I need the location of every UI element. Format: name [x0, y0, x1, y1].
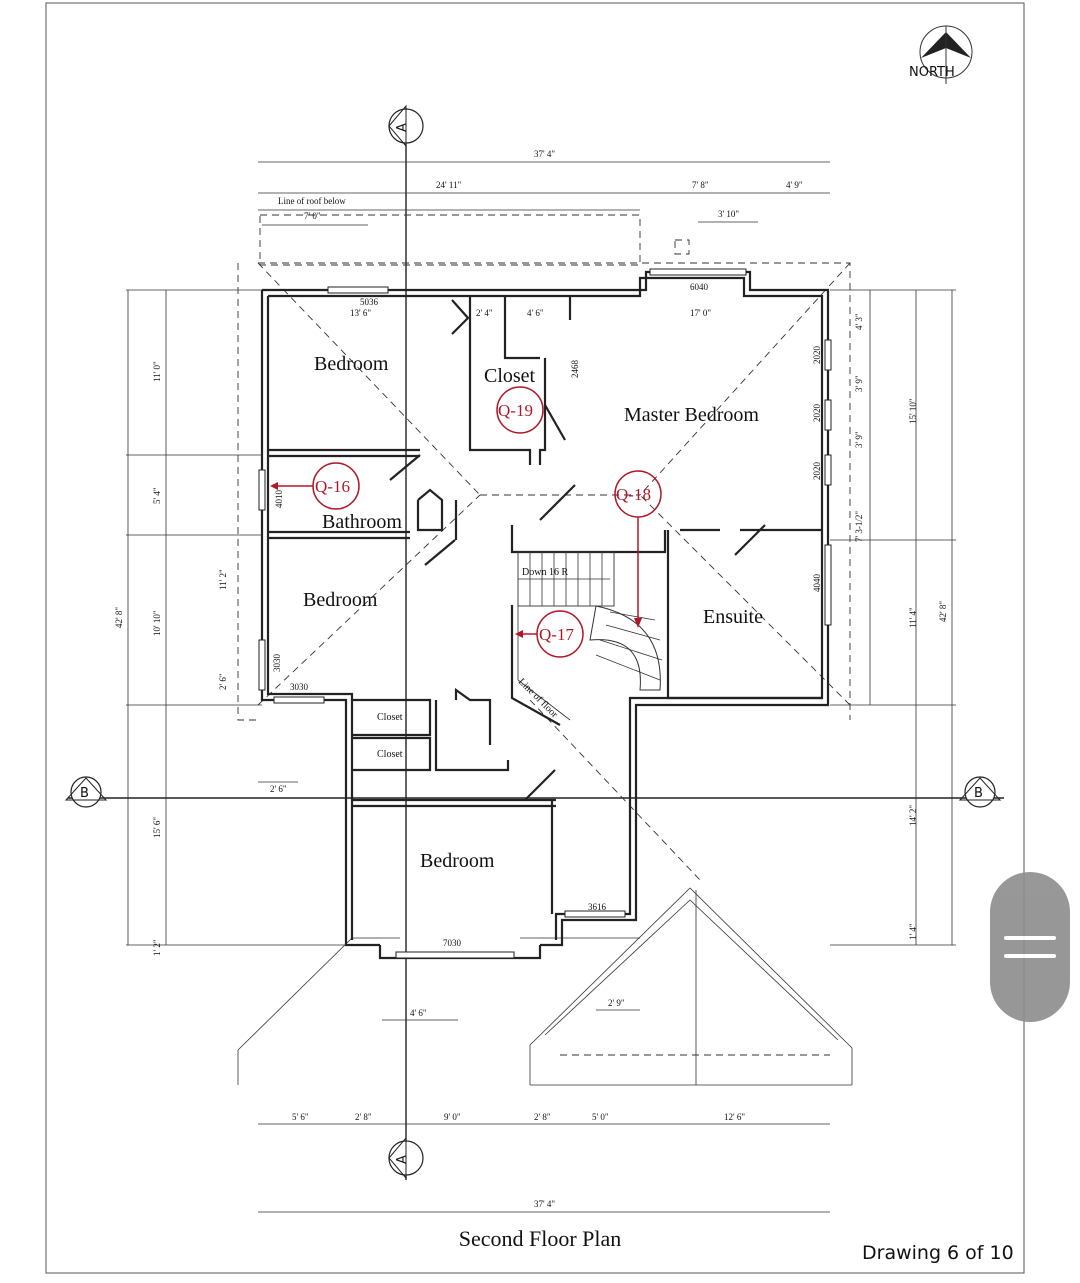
room-bedroom-s: Bedroom — [420, 850, 495, 872]
question-q17: Q-17 — [515, 610, 584, 658]
q18-label: Q-18 — [616, 485, 651, 504]
line-of-floor-label: Line of floor — [516, 676, 560, 720]
room-ensuite: Ensuite — [703, 606, 763, 628]
dim-win-2020c: 2020 — [812, 462, 822, 481]
room-bedroom-w: Bedroom — [303, 589, 378, 611]
room-bedroom-nw: Bedroom — [314, 353, 389, 375]
room-closet-small-2: Closet — [377, 749, 403, 760]
scroll-handle[interactable] — [990, 872, 1070, 1022]
dim-17-0: 17' 0" — [690, 308, 711, 318]
dim-win-4010: 4010 — [274, 490, 284, 509]
section-b-label-right: B — [974, 786, 983, 801]
dim-bot-12-6: 12' 6" — [724, 1112, 745, 1122]
north-arrow-icon: NORTH — [909, 25, 973, 84]
dimension-text: 37' 4" 24' 11" 7' 8" 4' 9" 3' 10" 7' 0" … — [114, 149, 948, 1209]
room-closet-small-1: Closet — [377, 712, 403, 723]
section-marker-a-bottom: A — [388, 1136, 424, 1180]
dim-mid-4-6: 4' 6" — [410, 1008, 427, 1018]
question-q19: Q-19 — [496, 386, 544, 434]
misc-labels: Line of roof below 2468 — [278, 196, 580, 378]
dim-win-3030b: 3030 — [290, 682, 309, 692]
room-master-bedroom: Master Bedroom — [624, 404, 759, 426]
dim-bed-13-6: 13' 6" — [350, 308, 371, 318]
room-labels: Bedroom Closet Master Bedroom Bathroom B… — [303, 353, 763, 872]
section-b-label-left: B — [80, 786, 89, 801]
interior-walls — [268, 296, 822, 914]
dim-right-3-9b: 3' 9" — [854, 431, 864, 448]
windows — [258, 268, 832, 959]
handle-grip-line-top — [1004, 936, 1056, 940]
dim-left-10-10: 10' 10" — [152, 610, 162, 636]
dim-top-overall: 37' 4" — [534, 149, 555, 159]
dim-right-7-3-half: 7' 3-1/2" — [854, 511, 864, 542]
dim-mid-2-9: 2' 9" — [608, 998, 625, 1008]
q17-label: Q-17 — [539, 625, 574, 644]
line-of-roof-label: Line of roof below — [278, 196, 346, 206]
room-closet-main: Closet — [484, 365, 536, 387]
section-marker-b-left: B — [64, 776, 108, 808]
dim-win-3616: 3616 — [588, 902, 607, 912]
dim-right-15-10: 15' 10" — [908, 398, 918, 424]
dim-left-11-2: 11' 2" — [218, 569, 228, 590]
drawing-title: Second Floor Plan — [458, 1226, 622, 1251]
dim-win-4040: 4040 — [812, 574, 822, 593]
dim-win-6040: 6040 — [690, 282, 709, 292]
dim-bot-9-0: 9' 0" — [444, 1112, 461, 1122]
dim-right-14-2: 14' 2" — [908, 805, 918, 826]
dim-win-3030a: 3030 — [272, 654, 282, 673]
dim-win-7030: 7030 — [443, 938, 462, 948]
section-marker-a-top: A — [388, 104, 424, 148]
dim-left-5-4: 5' 4" — [152, 487, 162, 504]
section-a-label-top: A — [395, 123, 410, 132]
question-q16: Q-16 — [270, 462, 360, 510]
handle-grip-line-bottom — [1004, 954, 1056, 958]
dim-left-2-6: 2' 6" — [218, 673, 228, 690]
dim-right-42-8: 42' 8" — [938, 601, 948, 622]
dim-top-3-10: 3' 10" — [718, 209, 739, 219]
stairs-label: Down 16 R — [522, 567, 568, 578]
room-bathroom: Bathroom — [322, 511, 402, 533]
dim-right-3-9a: 3' 9" — [854, 375, 864, 392]
dim-left-11-0: 11' 0" — [152, 361, 162, 382]
dim-bot-2-8b: 2' 8" — [534, 1112, 551, 1122]
door-swings — [389, 404, 822, 801]
section-marker-b-right: B — [958, 776, 1002, 808]
dim-4-6: 4' 6" — [527, 308, 544, 318]
lower-roof — [237, 887, 853, 1086]
question-q18: Q-18 — [614, 470, 662, 628]
dim-2-4: 2' 4" — [476, 308, 493, 318]
dim-bot-5-6: 5' 6" — [292, 1112, 309, 1122]
sheet-border — [45, 2, 1025, 1274]
dim-bot-5-0: 5' 0" — [592, 1112, 609, 1122]
q16-label: Q-16 — [315, 477, 350, 496]
dim-bot-2-8a: 2' 8" — [355, 1112, 372, 1122]
dimension-lines — [126, 161, 956, 1213]
dim-mid-2-6: 2' 6" — [270, 784, 287, 794]
dim-left-15-6: 15' 6" — [152, 817, 162, 838]
north-label: NORTH — [909, 65, 955, 80]
dim-top-right: 4' 9" — [786, 180, 803, 190]
dim-left-42-8: 42' 8" — [114, 607, 124, 628]
dim-win-2020b: 2020 — [812, 404, 822, 423]
dim-top-mid: 7' 8" — [692, 180, 709, 190]
dim-roof-7-0: 7' 0" — [304, 211, 321, 221]
dim-left-1-2: 1' 2" — [152, 939, 162, 956]
dim-right-11-4: 11' 4" — [908, 607, 918, 628]
q19-label: Q-19 — [498, 401, 533, 420]
dim-win-2020a: 2020 — [812, 346, 822, 365]
dim-top-left: 24' 11" — [436, 180, 462, 190]
section-a-label-bottom: A — [395, 1155, 410, 1164]
question-markers: Q-16 Q-17 Q-18 Q-19 — [270, 386, 662, 658]
dim-win-5036: 5036 — [360, 297, 379, 307]
sheet-number-label: Drawing 6 of 10 — [862, 1242, 1014, 1264]
dim-bot-overall: 37' 4" — [534, 1199, 555, 1209]
dim-right-1-4: 1' 4" — [908, 923, 918, 940]
door-2468-label: 2468 — [570, 360, 580, 379]
dim-right-4-3: 4' 3" — [854, 313, 864, 330]
